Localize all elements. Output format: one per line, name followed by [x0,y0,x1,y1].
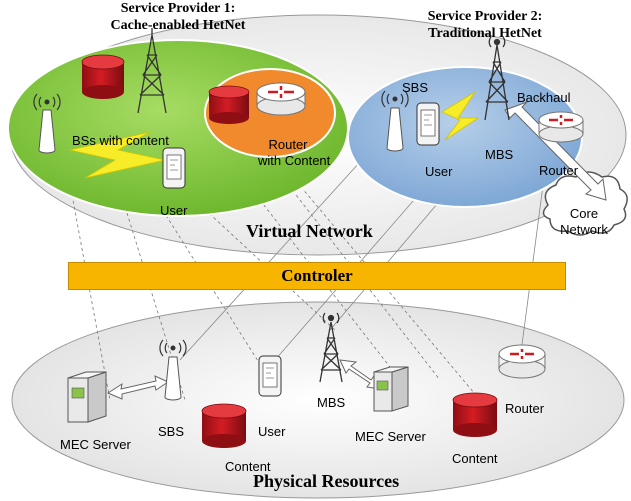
sp2-title-line1: Service Provider 2: [427,9,543,24]
sp2-title-line2: Traditional HetNet [428,26,542,41]
sp2-router-label: Router [539,163,579,178]
backhaul-label: Backhaul [517,90,571,105]
mbs-tower-icon [484,36,510,121]
content-cylinder-icon [201,403,247,448]
core-network-label: Core Network [550,206,618,238]
content-left-label: Content [225,459,271,474]
sp2-mbs-label: MBS [485,147,514,162]
mbs-tower-icon [137,28,167,114]
router-with-content-line2: with Content [258,153,331,168]
router-icon [538,111,584,143]
mec-server-right-label: MEC Server [355,429,426,444]
content-cylinder-icon [452,392,498,437]
content-cylinder-icon [208,85,250,124]
content-cylinder-icon [81,54,125,99]
router-icon [498,344,546,379]
phys-user-label: User [258,424,286,439]
phys-mbs-label: MBS [317,395,346,410]
backhaul-arrow [504,101,607,201]
mec-server-icon [67,371,107,423]
virtual-network-title: Virtual Network [246,221,373,241]
user-phone-icon [162,147,186,189]
sp2-user-label: User [425,164,453,179]
mec-server-icon [373,366,409,412]
mbs-tower-icon [319,312,343,383]
router-with-content-line1: Router [268,137,308,152]
sp1-title-line2: Cache-enabled HetNet [110,18,246,33]
sbs-tower-icon [381,90,409,152]
phys-router-label: Router [505,401,545,416]
phys-sbs-label: SBS [158,424,185,439]
sp1-title: Service Provider 1: Cache-enabled HetNet [78,0,278,34]
sp1-user-label: User [160,203,188,218]
core-network-line2: Network [560,222,608,237]
content-right-label: Content [452,451,498,466]
wireless-link-sp2 [441,91,480,141]
user-phone-icon [258,355,282,397]
sbs-tower-icon [33,93,61,154]
bss-with-content-label: BSs with content [72,133,169,148]
physical-resources-ellipse [11,301,625,499]
physical-resources-title: Physical Resources [253,471,400,491]
router-with-content-label: Router with Content [258,137,331,169]
sp2-title: Service Provider 2: Traditional HetNet [395,8,575,42]
controller-bar: Controler [68,262,566,290]
sp2-sbs-label: SBS [402,80,429,95]
mec-server-left-label: MEC Server [60,437,131,452]
router-icon [256,82,306,116]
user-phone-icon [416,102,440,146]
sp1-title-line1: Service Provider 1: [120,1,236,16]
sbs-tower-icon [159,339,187,401]
core-network-cloud [542,171,628,236]
core-network-line1: Core [569,206,599,221]
